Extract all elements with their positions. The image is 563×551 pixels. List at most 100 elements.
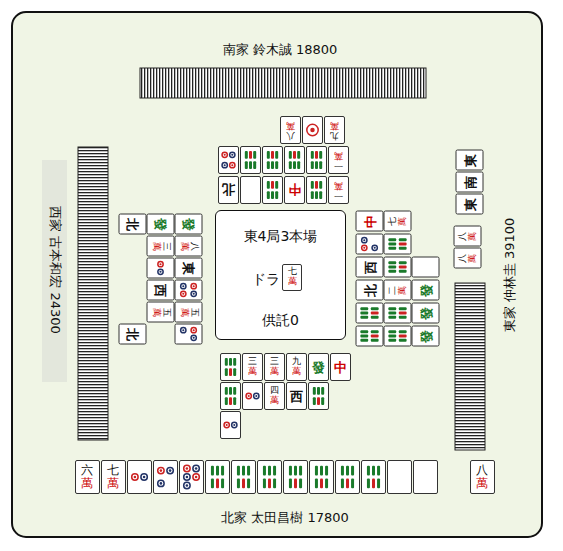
mahjong-tile	[283, 460, 308, 494]
mahjong-tile	[284, 146, 305, 174]
mahjong-tile: 一萬	[328, 146, 349, 174]
tile-text: 發	[419, 330, 432, 343]
sou-symbol	[336, 461, 359, 493]
pin-symbol	[147, 259, 173, 278]
sou-symbol	[241, 147, 260, 173]
tile-text: 九萬	[330, 120, 339, 140]
sou-symbol	[384, 327, 410, 346]
tile-text: 西	[290, 390, 303, 403]
mahjong-tile: 八萬	[453, 226, 481, 247]
pin-symbol	[180, 461, 203, 493]
tile-text: 八萬	[286, 120, 295, 140]
sou-symbol	[356, 327, 382, 346]
player-label: 東家 仲林圭 39100	[501, 218, 519, 333]
mahjong-tile	[355, 303, 383, 324]
tile-text: 一萬	[334, 180, 343, 200]
mahjong-tile	[302, 116, 323, 144]
tile-text: 發	[312, 361, 325, 374]
tile-text: 中	[334, 361, 347, 374]
pin-symbol	[219, 147, 238, 173]
sou-symbol	[307, 147, 326, 173]
sou-symbol	[356, 304, 382, 323]
tile-text: 發	[419, 284, 432, 297]
mahjong-tile: 西	[286, 382, 307, 410]
mahjong-tile: 西	[146, 280, 174, 301]
mahjong-tile	[257, 460, 282, 494]
mahjong-tile: 東	[455, 150, 483, 171]
mahjong-tile: 五萬	[146, 302, 174, 323]
mahjong-tile: 北	[355, 280, 383, 301]
pin-symbol	[243, 383, 262, 409]
pin-symbol	[128, 461, 151, 493]
sou-symbol	[384, 258, 410, 277]
mahjong-tile	[240, 146, 261, 174]
tile-text: 八萬	[476, 464, 488, 490]
mahjong-tile	[411, 257, 439, 278]
mahjong-tile	[262, 176, 283, 204]
pin-symbol	[356, 235, 382, 254]
mahjong-tile	[218, 146, 239, 174]
mahjong-tile	[355, 326, 383, 347]
mahjong-tile: 八萬	[280, 116, 301, 144]
tile-text: 東	[463, 154, 476, 167]
mahjong-tile: 八萬	[470, 460, 495, 494]
mahjong-tile: 七萬	[101, 460, 126, 494]
mahjong-tile: 九萬	[324, 116, 345, 144]
mahjong-tile: 發	[146, 214, 174, 235]
sou-symbol	[263, 147, 282, 173]
mahjong-tile	[205, 460, 230, 494]
tile-text: 二萬	[387, 286, 407, 295]
tile-text: 北	[126, 218, 139, 231]
tile-text: 西	[363, 261, 376, 274]
pin-symbol	[303, 117, 322, 143]
mahjong-tile: 七萬	[383, 211, 411, 232]
tile-text: 中	[288, 184, 301, 197]
player-label: 西家 古本和宏 24300	[46, 206, 64, 334]
mahjong-tile: 北	[118, 214, 146, 235]
mahjong-tile: 三萬	[242, 353, 263, 381]
mahjong-tile	[383, 326, 411, 347]
mahjong-tile: 三萬	[146, 236, 174, 257]
mahjong-tile: 東	[174, 258, 202, 279]
player-label: 南家 鈴木誠 18800	[223, 41, 338, 59]
mahjong-tile: 一萬	[328, 176, 349, 204]
mahjong-tile	[361, 460, 386, 494]
mahjong-tile: 東	[455, 194, 483, 215]
mahjong-tile: 八萬	[453, 248, 481, 269]
tile-text: 七萬	[288, 267, 297, 287]
player-label: 北家 太田昌樹 17800	[221, 509, 349, 527]
tile-text: 三萬	[248, 357, 257, 377]
sou-symbol	[221, 383, 240, 409]
mahjong-tile	[240, 176, 261, 204]
tile-text: 七萬	[387, 217, 407, 226]
round-info-text: 東4局3本場	[216, 228, 345, 245]
tile-text: 西	[154, 284, 167, 297]
mahjong-tile	[306, 176, 327, 204]
mahjong-tile: 發	[411, 326, 439, 347]
sou-symbol	[384, 304, 410, 323]
pin-symbol	[221, 412, 240, 438]
mahjong-tile: 二萬	[383, 280, 411, 301]
sou-symbol	[362, 461, 385, 493]
mahjong-tile: 西	[355, 257, 383, 278]
mahjong-tile	[242, 382, 263, 410]
mahjong-tile	[220, 382, 241, 410]
tile-text: 發	[182, 218, 195, 231]
mahjong-tile	[262, 146, 283, 174]
pin-symbol	[175, 281, 201, 300]
mahjong-tile	[220, 411, 241, 439]
mahjong-tile	[306, 146, 327, 174]
pin-symbol	[175, 325, 201, 344]
mahjong-tile: 南	[455, 172, 483, 193]
mahjong-tile	[146, 258, 174, 279]
mahjong-tile: 八萬	[174, 236, 202, 257]
tile-text: 發	[419, 307, 432, 320]
mahjong-tile: 六萬	[75, 460, 100, 494]
tile-text: 東	[182, 262, 195, 275]
mahjong-tile: 三萬	[264, 353, 285, 381]
mahjong-tile: 四萬	[264, 382, 285, 410]
mahjong-tile: 發	[174, 214, 202, 235]
tile-text: 三萬	[150, 242, 170, 251]
tile-text: 五萬	[178, 308, 198, 317]
